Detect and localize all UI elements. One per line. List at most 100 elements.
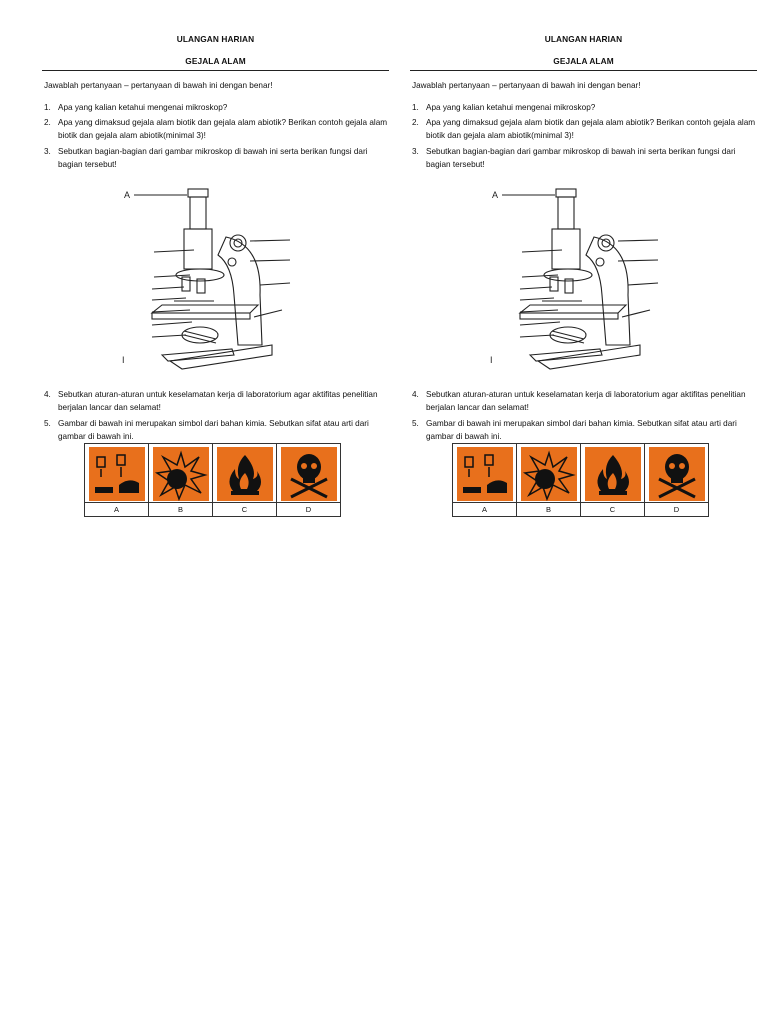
question-1: 1. Apa yang kalian ketahui mengenai mikr… (412, 101, 757, 114)
question-number: 1. (44, 103, 51, 112)
explosive-icon (152, 447, 209, 501)
hazard-symbol-table: A B C D (452, 443, 709, 517)
question-1: 1. Apa yang kalian ketahui mengenai mikr… (44, 101, 389, 114)
hazard-cell-a (84, 443, 149, 503)
header-divider (410, 70, 757, 71)
question-4: 4. Sebutkan aturan-aturan untuk keselama… (412, 388, 757, 414)
exam-title: ULANGAN HARIAN (544, 34, 623, 44)
leader-line (151, 334, 187, 338)
question-text: Sebutkan bagian-bagian dari gambar mikro… (58, 147, 368, 169)
fine-knob (227, 257, 237, 267)
question-text: Gambar di bawah ini merupakan simbol dar… (426, 419, 737, 441)
leader-line (153, 249, 195, 253)
toxic-icon (280, 447, 337, 501)
hazard-label: A (84, 502, 149, 517)
exam-subject: GEJALA ALAM (553, 56, 614, 66)
mirror (549, 326, 587, 344)
question-3: 3. Sebutkan bagian-bagian dari gambar mi… (44, 145, 389, 171)
leader-line (617, 239, 659, 242)
base (536, 344, 641, 370)
question-3: 3. Sebutkan bagian-bagian dari gambar mi… (412, 145, 757, 171)
microscope-diagram: A I (122, 188, 291, 370)
arm (585, 236, 631, 346)
question-number: 3. (412, 147, 419, 156)
leader-line (151, 286, 185, 290)
leader-line (519, 309, 559, 313)
corrosive-icon (88, 447, 145, 501)
hazard-cell-b (148, 443, 213, 503)
leader-line (249, 239, 291, 242)
label-a: A (124, 190, 130, 200)
question-text: Gambar di bawah ini merupakan simbol dar… (58, 419, 369, 441)
hazard-cell-d (644, 443, 709, 503)
question-5: 5. Gambar di bawah ini merupakan simbol … (44, 417, 389, 443)
leader-line (249, 259, 291, 262)
question-text: Sebutkan aturan-aturan untuk keselamatan… (426, 390, 746, 412)
question-number: 3. (44, 147, 51, 156)
leader-line (519, 297, 555, 301)
body-tube (183, 228, 213, 270)
question-text: Sebutkan bagian-bagian dari gambar mikro… (426, 147, 736, 169)
question-text: Sebutkan aturan-aturan untuk keselamatan… (58, 390, 378, 412)
leader-line (253, 309, 283, 318)
flammable-icon (584, 447, 641, 501)
exam-subject: GEJALA ALAM (185, 56, 246, 66)
hazard-cell-c (212, 443, 277, 503)
leader-line (519, 321, 561, 326)
question-text: Apa yang dimaksud gejala alam biotik dan… (58, 118, 388, 140)
base (168, 344, 273, 370)
hazard-cell-a (452, 443, 517, 503)
leader-line (153, 274, 191, 278)
leader-line (151, 321, 193, 326)
leader-line (627, 282, 659, 286)
flammable-icon (216, 447, 273, 501)
hazard-cell-d (276, 443, 341, 503)
objective (549, 276, 559, 292)
hazard-label: B (516, 502, 581, 517)
leader-line (259, 282, 291, 286)
hazard-label: B (148, 502, 213, 517)
leader-line (621, 309, 651, 318)
question-2: 2. Apa yang dimaksud gejala alam biotik … (412, 116, 757, 142)
leader-line (617, 259, 659, 262)
body-tube (551, 228, 581, 270)
hazard-cell-b (516, 443, 581, 503)
stage-edge (519, 312, 619, 320)
stage-edge (151, 312, 251, 320)
label-a: A (492, 190, 498, 200)
hazard-label: C (212, 502, 277, 517)
eyepiece-tube (557, 196, 575, 230)
hazard-cell-c (580, 443, 645, 503)
leader-line (519, 334, 555, 338)
arm (217, 236, 263, 346)
leader-line (521, 249, 563, 253)
question-text: Apa yang kalian ketahui mengenai mikrosk… (426, 103, 596, 112)
stage (150, 304, 260, 314)
header-divider (42, 70, 389, 71)
fine-knob (595, 257, 605, 267)
hazard-symbol-table: A B C D (84, 443, 341, 517)
coarse-knob (597, 234, 615, 252)
toxic-icon (648, 447, 705, 501)
hazard-label: C (580, 502, 645, 517)
instruction-text: Jawablah pertanyaan – pertanyaan di bawa… (44, 81, 273, 90)
coarse-knob (229, 234, 247, 252)
leader-line (151, 309, 191, 313)
question-4: 4. Sebutkan aturan-aturan untuk keselama… (44, 388, 389, 414)
question-number: 4. (412, 390, 419, 399)
question-text: Apa yang kalian ketahui mengenai mikrosk… (58, 103, 228, 112)
objective (181, 276, 191, 292)
leader-line (521, 274, 559, 278)
question-number: 5. (44, 419, 51, 428)
question-number: 2. (412, 118, 419, 127)
stage (518, 304, 628, 314)
revolver (543, 268, 593, 282)
question-number: 2. (44, 118, 51, 127)
mirror (181, 326, 219, 344)
corrosive-icon (456, 447, 513, 501)
eyepiece-tube (189, 196, 207, 230)
eyepiece (555, 188, 577, 198)
question-text: Apa yang dimaksud gejala alam biotik dan… (426, 118, 756, 140)
hazard-label: D (276, 502, 341, 517)
question-number: 4. (44, 390, 51, 399)
